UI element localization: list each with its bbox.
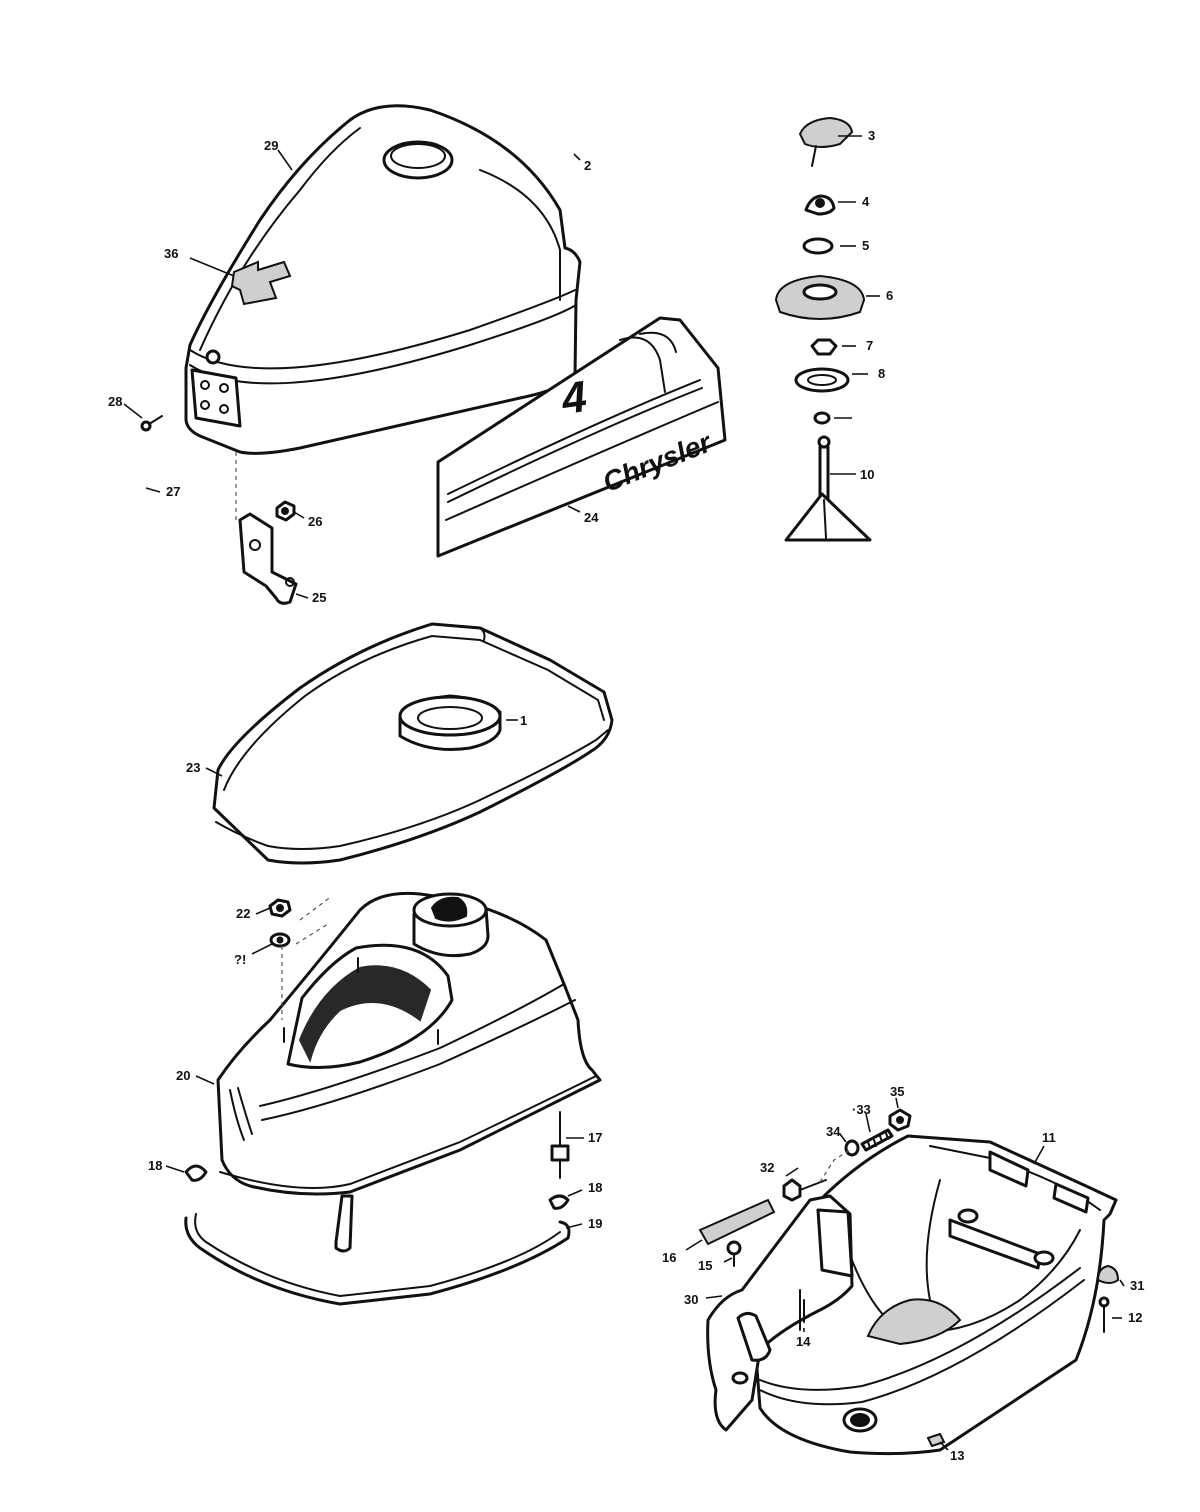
screw-12 xyxy=(1098,1296,1110,1333)
lock-washer-21 xyxy=(269,932,291,948)
callout-16: 16 xyxy=(662,1250,676,1265)
o-ring-5 xyxy=(802,237,834,255)
callout-28: 28 xyxy=(108,394,122,409)
callout-33: ·33 xyxy=(852,1102,871,1117)
callout-15: 15 xyxy=(698,1258,712,1273)
callout-3: 3 xyxy=(868,128,875,143)
callout-2: 2 xyxy=(584,158,591,173)
callout-22: 22 xyxy=(236,906,250,921)
callout-10: 10 xyxy=(860,467,874,482)
screw-28 xyxy=(140,415,163,432)
clip-18-left xyxy=(184,1164,208,1182)
screw-15 xyxy=(726,1240,742,1267)
cowl-emblem xyxy=(230,260,292,306)
filler-cap-knob xyxy=(798,116,854,167)
callout-11: 11 xyxy=(1042,1130,1056,1145)
callout-17: 17 xyxy=(588,1130,602,1145)
callout-7: 7 xyxy=(866,338,873,353)
callout-25: 25 xyxy=(312,590,326,605)
stud-17 xyxy=(550,1111,570,1179)
callout-35: 35 xyxy=(890,1084,904,1099)
filler-cap-6 xyxy=(774,274,866,320)
fuel-tank-cowl xyxy=(216,891,602,1196)
callout-20: 20 xyxy=(176,1068,190,1083)
cap-nut-4 xyxy=(804,194,836,216)
callout-24: 24 xyxy=(584,510,599,525)
latch-bracket xyxy=(238,512,298,605)
hex-nut-22 xyxy=(268,898,292,918)
small-ring xyxy=(813,411,831,425)
callout-12: 12 xyxy=(1128,1310,1142,1325)
hex-nut-7 xyxy=(810,338,838,356)
threaded-rod-33 xyxy=(860,1128,894,1152)
callout-5: 5 xyxy=(862,238,869,253)
callout-18-right: 18 xyxy=(588,1180,602,1195)
cap-retainer-10 xyxy=(784,435,872,542)
nut-35 xyxy=(888,1108,912,1132)
callout-19: 19 xyxy=(588,1216,602,1231)
callout-6: 6 xyxy=(886,288,893,303)
callout-32: 32 xyxy=(760,1160,774,1175)
hex-nut-26 xyxy=(275,500,296,522)
washer-34 xyxy=(844,1139,860,1157)
callout-23: 23 xyxy=(186,760,200,775)
top-cowl xyxy=(184,104,582,455)
callout-8: 8 xyxy=(878,366,885,381)
knob-31 xyxy=(1096,1264,1120,1284)
callout-34: 34 xyxy=(826,1124,841,1139)
callout-27: 27 xyxy=(166,484,180,499)
bolt-32 xyxy=(782,1178,827,1202)
callout-18-left: 18 xyxy=(148,1158,162,1173)
callout-labels: 1 2 3 4 5 6 7 8 10 11 12 13 14 15 16 17 … xyxy=(108,128,1144,1463)
callout-36: 36 xyxy=(164,246,178,261)
callout-1: 1 xyxy=(520,713,527,728)
washer-8 xyxy=(794,367,850,393)
grommet-1 xyxy=(398,694,502,751)
callout-13: 13 xyxy=(950,1448,964,1463)
callout-21: ?! xyxy=(234,952,246,967)
clip-18-right xyxy=(548,1194,570,1210)
callout-29: 29 xyxy=(264,138,278,153)
leader-lines xyxy=(123,135,1125,1451)
callout-4: 4 xyxy=(862,194,870,209)
callout-30: 30 xyxy=(684,1292,698,1307)
trim-strip-16 xyxy=(698,1198,776,1246)
cover-front-panel-30 xyxy=(706,1194,854,1432)
retaining-strap-19 xyxy=(184,1194,571,1306)
callout-31: 31 xyxy=(1130,1278,1144,1293)
callout-14: 14 xyxy=(796,1334,811,1349)
callout-26: 26 xyxy=(308,514,322,529)
